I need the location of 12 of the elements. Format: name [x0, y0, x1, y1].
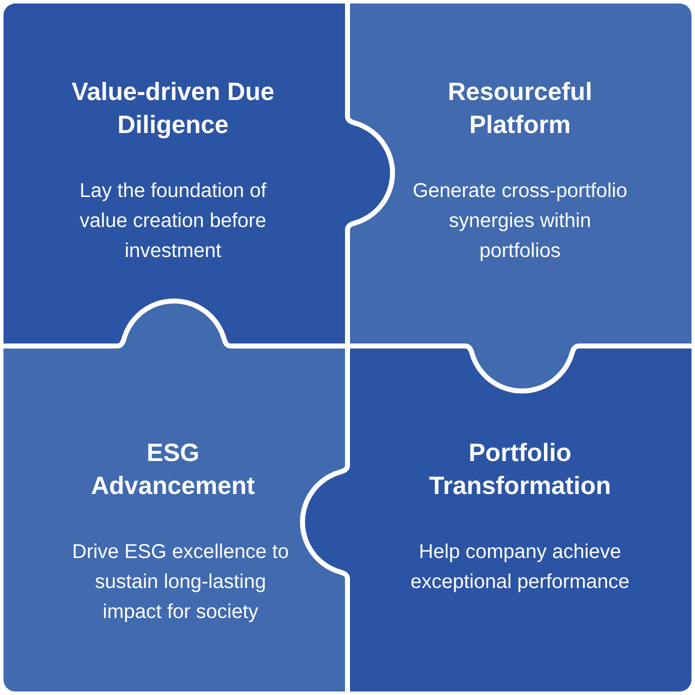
piece-description: Lay the foundation of value creation before investment [80, 182, 266, 258]
puzzle-piece [350, 4, 692, 388]
piece-description: Generate cross-portfolio synergies within portfolios [414, 182, 626, 262]
piece-heading: Resourceful Platform [449, 82, 590, 134]
piece-description: Drive ESG excellence to sustain long-lasting impact for society [74, 544, 288, 622]
puzzle-piece [4, 4, 390, 344]
piece-heading: Value-driven Due Diligence [72, 82, 274, 138]
piece-description: Help company achieve exceptional performance [411, 544, 629, 592]
puzzle-piece [4, 304, 345, 692]
piece-heading: ESG Advancement [92, 444, 255, 494]
puzzle-piece [305, 348, 692, 692]
piece-heading: Portfolio Transformation [429, 442, 610, 494]
